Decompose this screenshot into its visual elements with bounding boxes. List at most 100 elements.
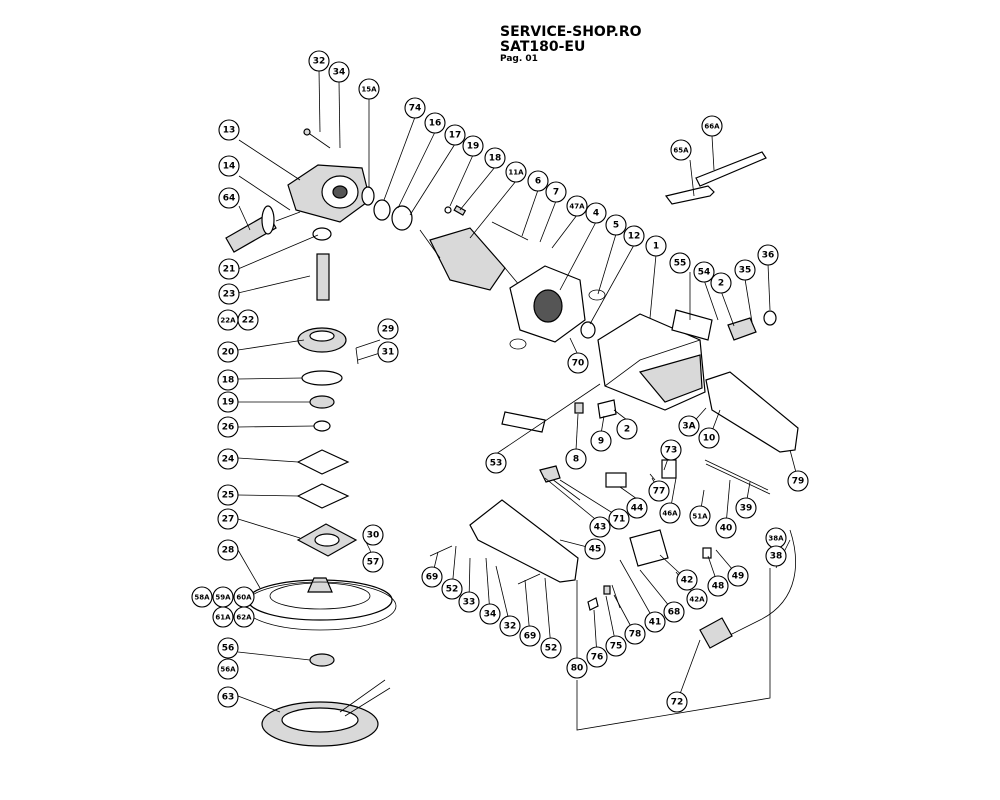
callout-69: 69: [421, 566, 443, 588]
callout-62A: 62A: [233, 606, 255, 628]
rear-handle-shape: [705, 371, 799, 453]
callout-69: 69: [519, 625, 541, 647]
callout-label: 38A: [768, 535, 784, 543]
callout-label: 13: [223, 126, 236, 136]
callout-label: 28: [222, 546, 235, 556]
callout-35: 35: [734, 259, 756, 281]
callout-42A: 42A: [686, 588, 708, 610]
callout-label: 57: [367, 558, 380, 568]
callout-22A: 22A: [217, 309, 239, 331]
callout-label: 4: [593, 209, 599, 219]
callout-43: 43: [589, 516, 611, 538]
callout-8: 8: [565, 448, 587, 470]
callout-55: 55: [669, 252, 691, 274]
callout-label: 12: [628, 232, 641, 242]
callout-36: 36: [757, 244, 779, 266]
callout-label: 35: [739, 266, 752, 276]
callout-label: 71: [613, 515, 626, 525]
callout-34: 34: [479, 603, 501, 625]
callout-6: 6: [527, 170, 549, 192]
callout-39: 39: [735, 497, 757, 519]
callout-label: 8: [573, 455, 579, 465]
callout-74: 74: [404, 97, 426, 119]
armature-shape: [429, 227, 506, 291]
callout-12: 12: [623, 225, 645, 247]
callout-label: 22A: [220, 317, 236, 325]
callout-label: 22: [242, 316, 255, 326]
callout-48: 48: [707, 575, 729, 597]
callout-label: 42: [681, 576, 694, 586]
callout-34: 34: [328, 61, 350, 83]
callout-56: 56: [217, 637, 239, 659]
callout-label: 47A: [569, 203, 585, 211]
callout-71: 71: [608, 508, 630, 530]
callout-label: 10: [703, 434, 716, 444]
callout-22: 22: [237, 309, 259, 331]
callout-label: 14: [223, 162, 236, 172]
callout-57: 57: [362, 551, 384, 573]
callout-61A: 61A: [212, 606, 234, 628]
callout-label: 64: [223, 194, 236, 204]
callout-56A: 56A: [217, 658, 239, 680]
callout-label: 62A: [236, 614, 252, 622]
callout-44: 44: [626, 497, 648, 519]
callout-26: 26: [217, 416, 239, 438]
callout-label: 27: [222, 515, 235, 525]
callout-21: 21: [218, 258, 240, 280]
callout-label: 9: [598, 437, 604, 447]
callout-9: 9: [590, 430, 612, 452]
callout-20: 20: [217, 341, 239, 363]
callout-18: 18: [217, 369, 239, 391]
callout-24: 24: [217, 448, 239, 470]
callout-label: 52: [446, 585, 459, 595]
handle-half-shape: [469, 499, 579, 583]
plug-shape: [699, 617, 733, 649]
callout-label: 56A: [220, 666, 236, 674]
callout-63: 63: [217, 686, 239, 708]
callout-16: 16: [424, 112, 446, 134]
callout-label: 3A: [682, 422, 695, 432]
callout-label: 74: [409, 104, 422, 114]
callout-79: 79: [787, 470, 809, 492]
callout-19: 19: [217, 391, 239, 413]
callout-11A: 11A: [505, 161, 527, 183]
callout-label: 40: [720, 524, 733, 534]
model-name: SAT180-EU: [500, 39, 586, 55]
callout-7: 7: [545, 181, 567, 203]
callout-68: 68: [663, 601, 685, 623]
callout-17: 17: [444, 124, 466, 146]
callout-label: 79: [792, 477, 805, 487]
callout-label: 23: [223, 290, 236, 300]
callout-label: 5: [613, 221, 619, 231]
shop-name: SERVICE-SHOP.RO: [500, 24, 642, 40]
callout-33: 33: [458, 591, 480, 613]
callout-label: 32: [504, 622, 517, 632]
callout-label: 20: [222, 348, 235, 358]
callout-label: 31: [382, 348, 395, 358]
callout-label: 49: [732, 572, 745, 582]
callout-23: 23: [218, 283, 240, 305]
callout-18: 18: [484, 147, 506, 169]
callout-label: 54: [698, 268, 711, 278]
callout-15A: 15A: [358, 78, 380, 100]
callout-46A: 46A: [659, 502, 681, 524]
callout-label: 45: [589, 545, 602, 555]
callout-45: 45: [584, 538, 606, 560]
callout-label: 2: [624, 425, 630, 435]
callout-label: 19: [467, 142, 480, 152]
callout-label: 39: [740, 504, 753, 514]
callout-60A: 60A: [233, 586, 255, 608]
callout-32: 32: [499, 615, 521, 637]
callout-label: 63: [222, 693, 235, 703]
callout-label: 17: [449, 131, 462, 141]
callout-label: 2: [718, 279, 724, 289]
callout-65A: 65A: [670, 139, 692, 161]
callout-label: 68: [668, 608, 681, 618]
callout-4: 4: [585, 202, 607, 224]
callout-2: 2: [710, 272, 732, 294]
callout-label: 78: [629, 630, 642, 640]
callout-label: 66A: [704, 123, 720, 131]
callout-label: 29: [382, 325, 395, 335]
